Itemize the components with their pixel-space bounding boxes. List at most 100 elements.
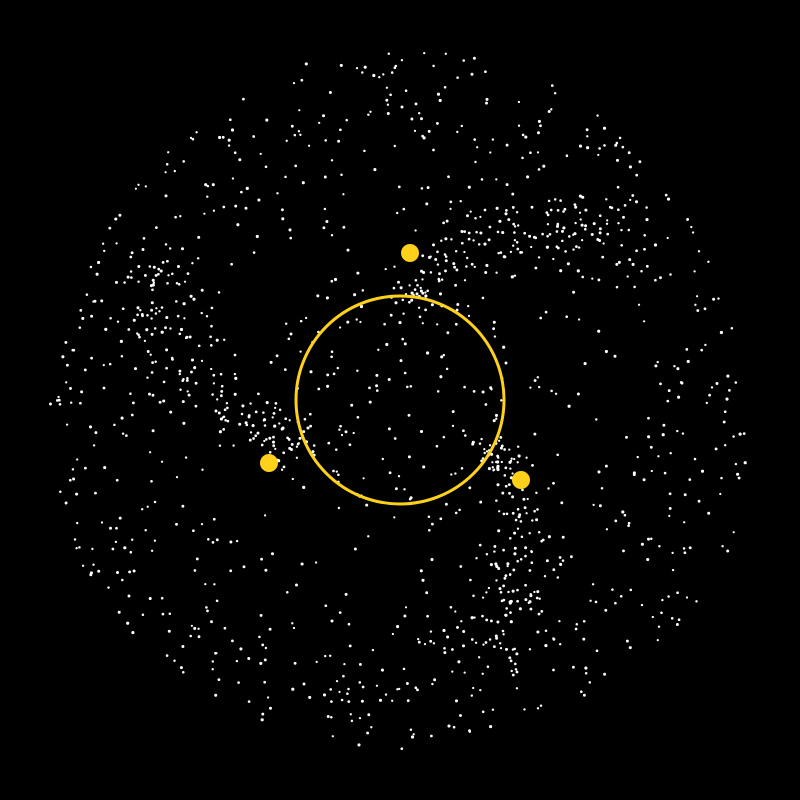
particle	[421, 322, 424, 325]
particle	[72, 348, 76, 352]
particle	[162, 380, 166, 384]
particle	[70, 401, 73, 404]
particle	[167, 151, 170, 154]
particle	[550, 108, 553, 111]
particle	[469, 578, 472, 582]
particle	[484, 70, 487, 74]
particle	[178, 372, 181, 376]
particle	[666, 236, 669, 240]
particle	[582, 637, 586, 641]
particle	[547, 110, 551, 113]
particle	[103, 249, 106, 253]
particle	[227, 138, 231, 142]
particle	[197, 344, 201, 348]
particle	[143, 273, 147, 277]
particle	[252, 251, 256, 254]
particle	[356, 271, 360, 275]
particle	[200, 311, 203, 315]
particle	[505, 209, 508, 212]
particle	[496, 456, 500, 459]
particle	[378, 698, 383, 702]
particle	[549, 208, 553, 212]
particle	[515, 241, 519, 244]
particle	[499, 251, 503, 254]
particle	[420, 269, 424, 273]
particle	[195, 131, 198, 134]
particle	[169, 327, 172, 330]
particle	[375, 384, 379, 388]
particle	[425, 202, 429, 206]
particle	[101, 242, 105, 245]
particle	[204, 582, 207, 586]
particle	[268, 436, 272, 440]
particle	[621, 510, 625, 514]
particle	[505, 183, 509, 187]
particle	[183, 280, 187, 283]
particle	[146, 505, 149, 508]
particle	[300, 562, 304, 566]
particle	[164, 194, 168, 198]
particle	[683, 521, 686, 524]
particle	[396, 688, 399, 691]
particle	[330, 234, 334, 237]
particle	[628, 165, 632, 169]
particle	[326, 384, 330, 388]
particle	[342, 225, 346, 229]
particle	[574, 205, 578, 209]
particle	[442, 353, 446, 357]
particle	[217, 411, 221, 415]
particle	[228, 118, 232, 122]
particle	[452, 262, 456, 266]
particle	[700, 348, 704, 352]
particle	[450, 473, 453, 476]
particle	[175, 475, 179, 479]
particle	[292, 626, 296, 630]
particle	[521, 133, 525, 137]
particle	[499, 646, 503, 650]
particle	[723, 444, 727, 447]
particle	[509, 620, 513, 624]
particle	[485, 618, 489, 622]
particle	[606, 232, 610, 236]
particle	[95, 272, 99, 276]
particle	[197, 635, 201, 639]
particle	[436, 250, 439, 254]
particle	[668, 514, 671, 518]
particle	[584, 227, 587, 231]
particle	[182, 671, 185, 674]
particle	[186, 272, 190, 275]
particle	[526, 497, 529, 501]
particle	[460, 467, 464, 470]
particle	[312, 444, 316, 447]
particle	[85, 293, 89, 296]
particle	[175, 522, 178, 526]
particle	[505, 143, 509, 147]
particle	[81, 564, 85, 567]
particle	[367, 535, 370, 538]
particle	[393, 144, 397, 148]
particle	[340, 433, 344, 437]
particle	[365, 503, 369, 507]
particle	[205, 606, 208, 609]
particle	[209, 335, 212, 339]
particle	[459, 565, 463, 568]
particle	[409, 496, 413, 500]
particle	[462, 429, 465, 433]
particle	[335, 448, 338, 451]
particle	[514, 668, 518, 671]
particle	[402, 667, 406, 671]
particle	[355, 66, 359, 70]
particle	[316, 294, 320, 298]
particle	[206, 195, 209, 198]
particle	[544, 310, 548, 314]
particle	[274, 447, 277, 450]
particle	[184, 456, 188, 459]
particle	[582, 619, 586, 623]
particle	[562, 226, 566, 230]
particle	[366, 731, 370, 735]
particle	[455, 308, 459, 312]
particle	[513, 546, 517, 550]
particle	[653, 243, 658, 247]
particle	[133, 367, 138, 371]
particle	[496, 230, 500, 234]
